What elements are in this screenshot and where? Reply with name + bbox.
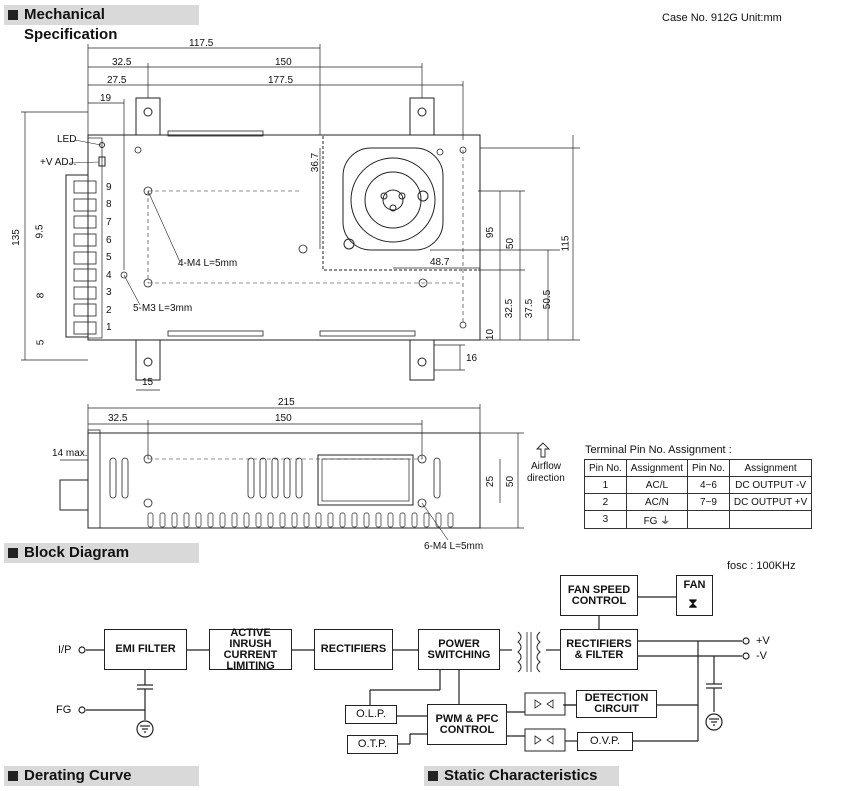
dim-label: 32.5: [112, 57, 132, 68]
mount-ear: [135, 339, 161, 381]
dim-label: 27.5: [107, 75, 127, 86]
inrush-block: ACTIVE INRUSH CURRENT LIMITING: [209, 627, 292, 671]
dim-label: 117.5: [189, 38, 214, 49]
m3-label: 5-M3 L=3mm: [133, 303, 193, 314]
dim-label: 177.5: [268, 75, 294, 86]
table-cell: FG ⏚: [625, 510, 689, 529]
olp-block: O.L.P.: [345, 705, 397, 724]
pin-number: 2: [106, 305, 112, 316]
fan-block: FAN: [676, 575, 713, 616]
pin-number: 4: [106, 270, 112, 281]
m4-label: 4-M4 L=5mm: [178, 258, 238, 269]
rectifiers-block: RECTIFIERS: [314, 629, 393, 670]
dim-label: 19: [100, 93, 112, 104]
pin-number: 5: [106, 252, 112, 263]
table-cell: [728, 510, 813, 529]
emi-filter-block: EMI FILTER: [104, 629, 187, 670]
section-block-diagram: Block Diagram: [4, 543, 199, 563]
led-label: LED: [57, 134, 77, 145]
pin-assignment-table: Pin No. Assignment Pin No. Assignment 1 …: [584, 459, 813, 529]
dim-label: 16: [466, 353, 478, 364]
vminus-label: -V: [756, 650, 767, 662]
fg-label: FG: [56, 704, 72, 716]
dim-label: 15: [142, 377, 154, 388]
vplus-label: +V: [756, 635, 770, 647]
section-derating-curve: Derating Curve: [4, 766, 199, 786]
dim-label: 48.7: [430, 257, 450, 268]
fan-icon: ⧗: [688, 595, 698, 611]
rectifiers-filter-block: RECTIFIERS & FILTER: [560, 629, 638, 670]
detection-circuit-block: DETECTION CIRCUIT: [576, 690, 657, 718]
vadj-label: +V ADJ.: [40, 157, 77, 168]
otp-block: O.T.P.: [347, 735, 398, 754]
fan-speed-control-block: FAN SPEED CONTROL: [560, 575, 638, 616]
pin-number: 6: [106, 235, 112, 246]
airflow-label: Airflow: [531, 461, 562, 472]
table-row: 3 FG ⏚: [584, 510, 813, 529]
ovp-block: O.V.P.: [577, 732, 633, 751]
pin-number: 1: [106, 322, 112, 333]
dim-label: 150: [275, 57, 292, 68]
pin-number: 8: [106, 199, 112, 210]
fan-guard: [342, 147, 444, 251]
pwm-pfc-control-block: PWM & PFC CONTROL: [427, 704, 507, 745]
case-info: Case No. 912G Unit:mm: [662, 12, 782, 24]
section-static-characteristics: Static Characteristics: [424, 766, 619, 786]
table-header-row: Pin No. Assignment Pin No. Assignment: [584, 459, 813, 477]
section-mechanical-spec: Mechanical Specification: [4, 5, 199, 43]
pin-number: 7: [106, 217, 112, 228]
fosc-label: fosc : 100KHz: [727, 560, 796, 572]
ip-label: I/P: [58, 644, 72, 656]
pin-table-title: Terminal Pin No. Assignment :: [585, 444, 732, 456]
dim-label: 150: [275, 413, 292, 424]
mount-ear: [409, 339, 435, 381]
pin-number: 3: [106, 287, 112, 298]
m4b-label: 6-M4 L=5mm: [424, 541, 484, 552]
dim-label: 215: [278, 397, 295, 408]
airflow-label: direction: [527, 473, 565, 484]
pin-number: 9: [106, 182, 112, 193]
power-switching-block: POWER SWITCHING: [418, 629, 500, 670]
table-row: 1 AC/L 4~6 DC OUTPUT -V: [584, 476, 813, 494]
dim-label: 14 max.: [52, 448, 88, 459]
dim-label: 32.5: [108, 413, 128, 424]
